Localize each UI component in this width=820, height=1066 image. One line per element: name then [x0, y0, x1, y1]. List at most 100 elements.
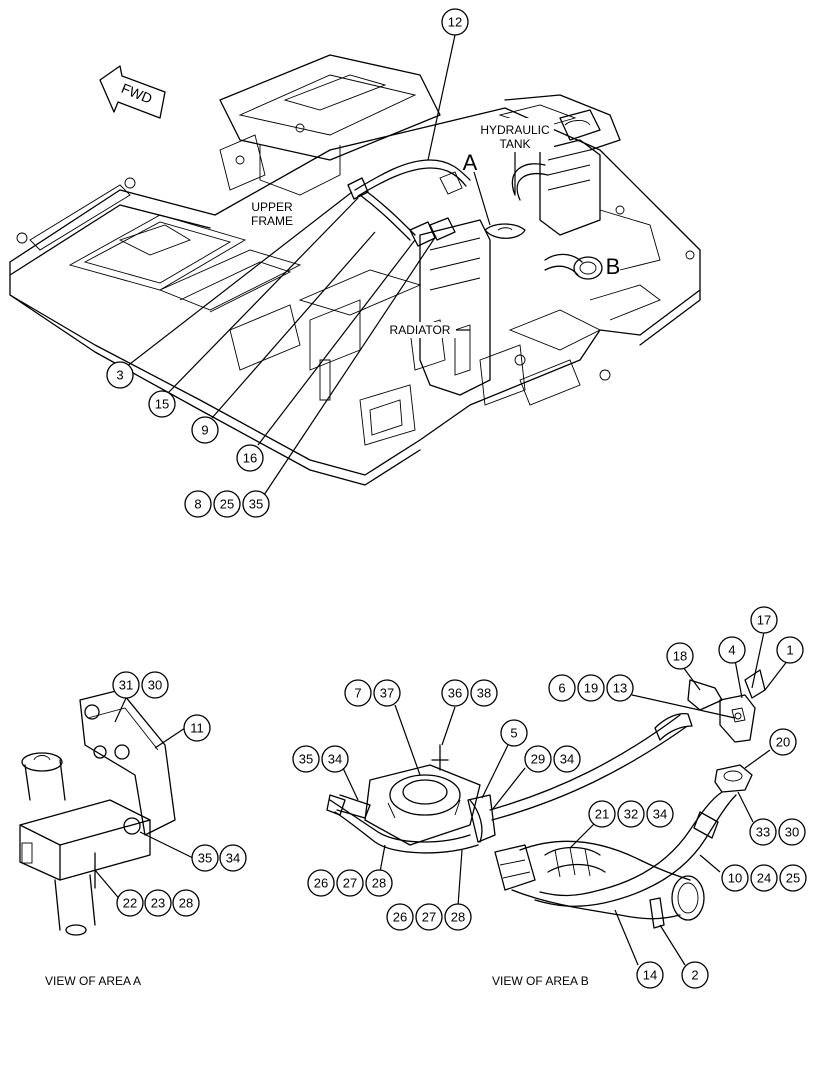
svg-text:24: 24: [757, 871, 771, 886]
callout-28: 28: [444, 903, 472, 931]
callout-35: 35: [242, 490, 270, 518]
svg-text:25: 25: [220, 497, 234, 512]
svg-text:8: 8: [194, 497, 201, 512]
svg-text:16: 16: [243, 451, 257, 466]
callout-11: 11: [183, 714, 211, 742]
svg-text:9: 9: [201, 423, 208, 438]
svg-text:36: 36: [448, 686, 462, 701]
callout-19: 19: [577, 674, 605, 702]
upper-label: UPPER: [251, 200, 293, 214]
callout-5: 5: [500, 719, 528, 747]
upper-leader-lines: [125, 34, 456, 496]
callout-37: 37: [373, 679, 401, 707]
callout-29: 29: [524, 745, 552, 773]
svg-text:22: 22: [123, 896, 137, 911]
svg-text:28: 28: [372, 876, 386, 891]
view-area-b-caption: VIEW OF AREA B: [492, 974, 589, 988]
radiator-label: RADIATOR: [390, 323, 451, 337]
callout-31: 31: [112, 671, 140, 699]
svg-text:34: 34: [226, 851, 240, 866]
callout-4: 4: [718, 636, 746, 664]
callout-32: 32: [617, 800, 645, 828]
callout-10: 10: [721, 864, 749, 892]
callout-14: 14: [636, 961, 664, 989]
callout-23: 23: [144, 889, 172, 917]
callout-9: 9: [191, 416, 219, 444]
svg-text:38: 38: [477, 686, 491, 701]
svg-text:35: 35: [198, 851, 212, 866]
callout-2: 2: [681, 961, 709, 989]
svg-text:15: 15: [155, 397, 169, 412]
svg-text:29: 29: [531, 752, 545, 767]
callout-36: 36: [441, 679, 469, 707]
callout-30: 30: [778, 818, 806, 846]
view-area-a-drawing: [19, 689, 176, 936]
area-b-marker: B: [606, 254, 621, 279]
view-area-a-leaders: [94, 697, 194, 903]
callout-12: 12: [441, 8, 469, 36]
callout-16: 16: [236, 444, 264, 472]
svg-text:10: 10: [728, 871, 742, 886]
area-a-marker: A: [463, 150, 478, 175]
callout-34: 34: [219, 844, 247, 872]
callout-26: 26: [386, 903, 414, 931]
callout-27: 27: [415, 903, 443, 931]
svg-text:33: 33: [756, 825, 770, 840]
svg-text:19: 19: [584, 681, 598, 696]
view-area-a-caption: VIEW OF AREA A: [45, 974, 141, 988]
callout-7: 7: [344, 679, 372, 707]
callout-38: 38: [470, 679, 498, 707]
upper-frame-drawing: [9, 54, 701, 486]
callout-3: 3: [106, 361, 134, 389]
view-area-b-drawing: [326, 669, 766, 929]
svg-text:18: 18: [673, 649, 687, 664]
callout-34: 34: [321, 745, 349, 773]
svg-text:14: 14: [643, 968, 657, 983]
svg-text:4: 4: [728, 643, 735, 658]
svg-text:30: 30: [148, 678, 162, 693]
callout-35: 35: [191, 844, 219, 872]
callout-35: 35: [292, 745, 320, 773]
callout-27: 27: [336, 869, 364, 897]
svg-text:30: 30: [785, 825, 799, 840]
tank-label: TANK: [499, 137, 530, 151]
callout-30: 30: [141, 671, 169, 699]
callout-28: 28: [365, 869, 393, 897]
callout-34: 34: [553, 745, 581, 773]
svg-text:1: 1: [786, 643, 793, 658]
callout-1: 1: [776, 636, 804, 664]
svg-text:7: 7: [354, 686, 361, 701]
svg-text:17: 17: [757, 613, 771, 628]
svg-text:28: 28: [451, 910, 465, 925]
callout-8: 8: [184, 490, 212, 518]
svg-text:27: 27: [422, 910, 436, 925]
callout-6: 6: [548, 674, 576, 702]
hydraulic-label: HYDRAULIC: [480, 123, 550, 137]
svg-text:35: 35: [249, 497, 263, 512]
callout-25: 25: [779, 864, 807, 892]
callout-22: 22: [116, 889, 144, 917]
fwd-label: FWD: [119, 80, 155, 107]
svg-text:20: 20: [776, 735, 790, 750]
callout-18: 18: [666, 642, 694, 670]
frame-label: FRAME: [251, 214, 293, 228]
callout-13: 13: [606, 674, 634, 702]
svg-text:6: 6: [558, 681, 565, 696]
svg-text:28: 28: [179, 896, 193, 911]
callout-25: 25: [213, 490, 241, 518]
svg-text:26: 26: [393, 910, 407, 925]
callout-20: 20: [769, 728, 797, 756]
svg-text:34: 34: [560, 752, 574, 767]
callout-21: 21: [588, 800, 616, 828]
svg-text:25: 25: [786, 871, 800, 886]
svg-text:35: 35: [299, 752, 313, 767]
svg-text:3: 3: [116, 368, 123, 383]
svg-text:13: 13: [613, 681, 627, 696]
svg-text:11: 11: [190, 721, 204, 736]
callout-34: 34: [646, 800, 674, 828]
svg-text:31: 31: [119, 678, 133, 693]
upper-view-labels: HYDRAULIC TANK A B UPPER FRAME RADIATOR: [246, 118, 620, 338]
callout-26: 26: [307, 869, 335, 897]
